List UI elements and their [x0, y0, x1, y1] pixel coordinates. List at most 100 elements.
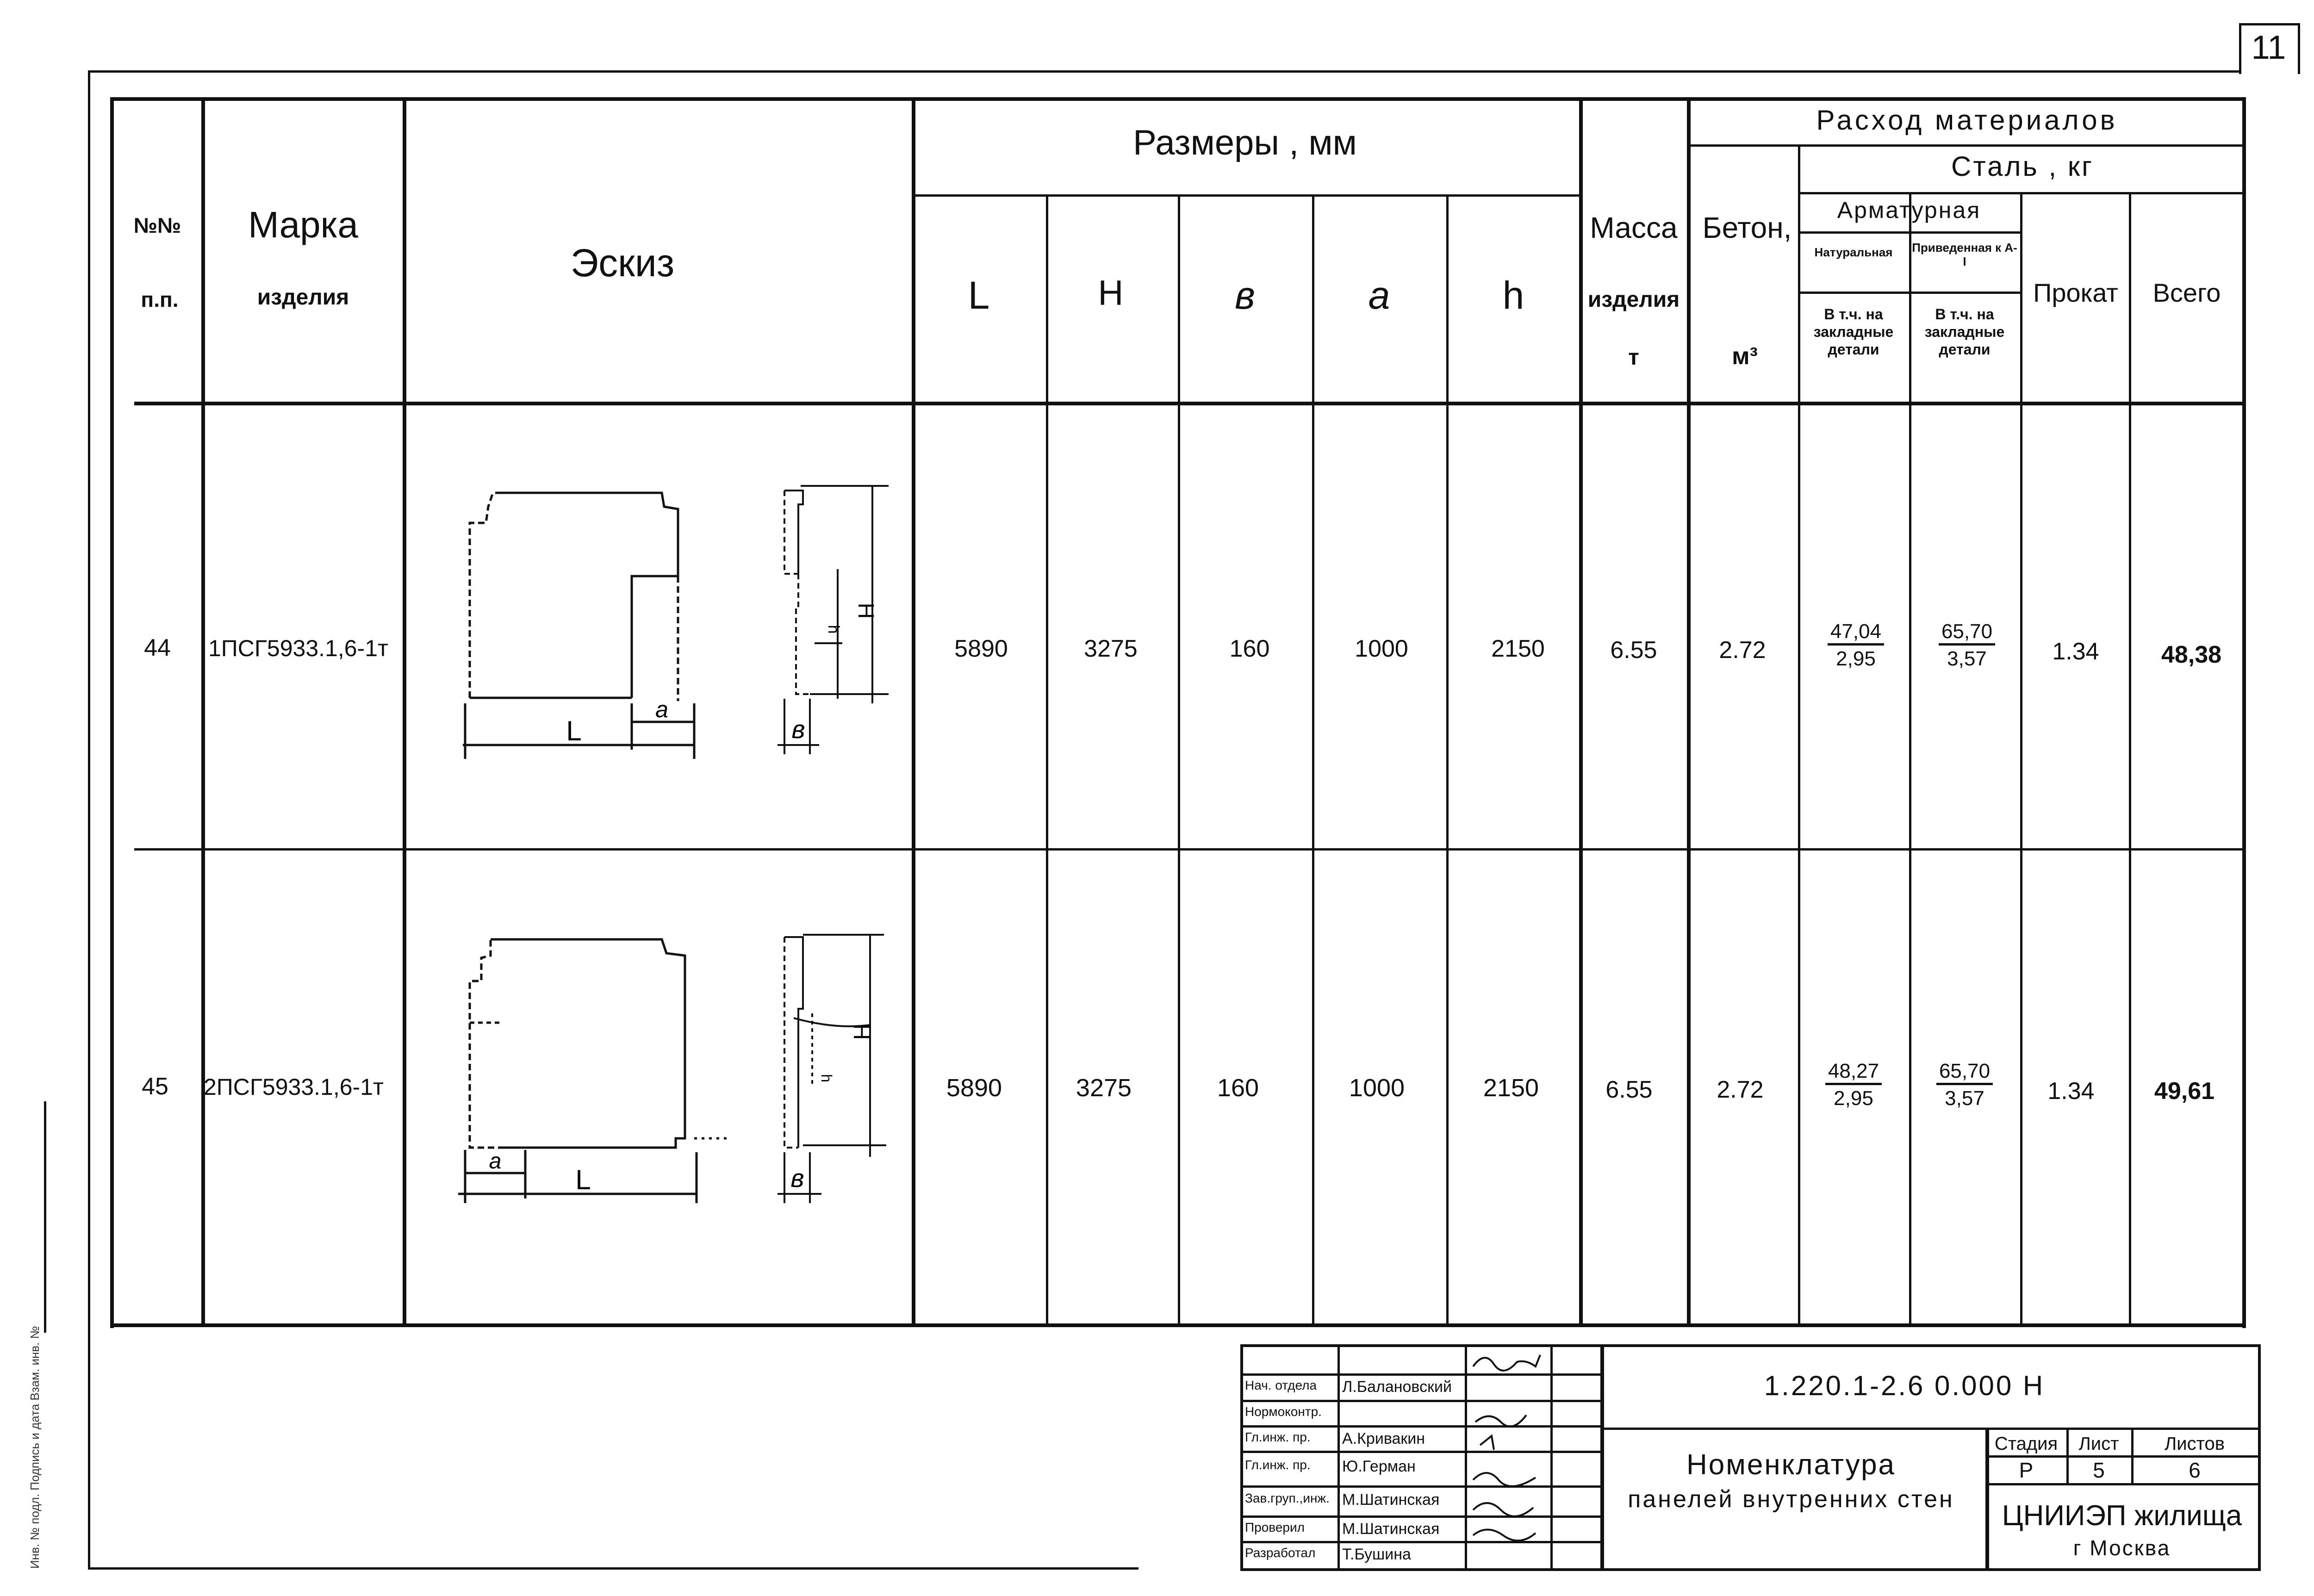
col-line-a: [1446, 194, 1449, 1327]
signature-5: [1472, 1472, 1536, 1487]
row-45-no: 45: [142, 1073, 168, 1100]
row-45-panel-outline-left: [468, 939, 504, 1149]
row-45-total: 49,61: [2154, 1078, 2215, 1105]
row-44-sketch-label-h: h: [825, 625, 842, 634]
corner-box-left: [2239, 23, 2241, 74]
header-natural: Натуральная: [1814, 245, 1893, 259]
tb-row-line-4: [1242, 1451, 1600, 1453]
row-45-sketch-label-H: H: [849, 1024, 873, 1040]
table-top-line: [110, 97, 2244, 101]
header-incl-embedded-natural: В т.ч. на закладные детали: [1813, 306, 1894, 358]
col-line-rolled: [2129, 194, 2131, 1327]
row-44-L: 5890: [954, 635, 1008, 662]
header-dim-L: L: [968, 273, 990, 317]
tb-col-main: [1600, 1346, 1604, 1570]
row-44-mark: 1ПСГ5933.1,6-1т: [208, 635, 388, 661]
tb-org-line1: ЦНИИЭП жилища: [2002, 1500, 2242, 1532]
row-44-section-body: [795, 574, 815, 695]
tb-role-2: Нормоконтр.: [1245, 1404, 1322, 1419]
header-mass-unit: т: [1628, 345, 1639, 370]
tb-sheet-label: Лист: [2078, 1434, 2119, 1454]
header-concrete-unit: м³: [1732, 343, 1758, 370]
tb-title-line2: панелей внутренних стен: [1628, 1486, 1954, 1513]
col-line-h: [1579, 97, 1583, 1327]
row-45-sketch-section: H h в: [778, 934, 886, 1203]
row-44-natural: 47,04 2,95: [1827, 620, 1885, 671]
tb-stage: Р: [2019, 1458, 2034, 1482]
tb-row-line-6: [1242, 1515, 1600, 1518]
row-44-a: 1000: [1355, 635, 1408, 662]
frame-left: [88, 70, 90, 1570]
tb-name-7: Т.Бушина: [1342, 1546, 1411, 1563]
tb-stage-line: [1985, 1455, 2258, 1458]
row-45-H: 3275: [1076, 1074, 1132, 1102]
row-45-section-left: [784, 937, 798, 1149]
signature-7: [1472, 1528, 1536, 1542]
col-line-H: [1178, 194, 1180, 1327]
row-44-panel-outline-left: [468, 492, 494, 698]
tb-col-role: [1337, 1346, 1340, 1570]
tb-title-line1: Номенклатура: [1686, 1449, 1896, 1481]
header-no-sub: п.п.: [141, 287, 179, 311]
tb-name-6: М.Шатинская: [1342, 1520, 1440, 1538]
header-sketch: Эскиз: [570, 241, 675, 285]
corner-box-top: [2239, 23, 2299, 25]
tb-name-3: А.Кривакин: [1342, 1430, 1425, 1447]
col-line-sketch: [912, 97, 915, 1327]
row-45-rolled: 1.34: [2047, 1078, 2095, 1105]
row-45-a: 1000: [1349, 1074, 1405, 1102]
tb-name-1: Л.Балановский: [1342, 1378, 1452, 1396]
signature-4: [1479, 1434, 1495, 1450]
row-45-reduced: 65,70 3,57: [1936, 1060, 1993, 1110]
row-45-h: 2150: [1483, 1074, 1539, 1102]
col-line-reduced: [2020, 194, 2022, 1327]
row-separator: [134, 848, 2246, 851]
frame-top: [88, 70, 2239, 73]
header-mark-sub: изделия: [257, 285, 349, 310]
row-44-b: 160: [1229, 635, 1270, 662]
header-bottom-line: [134, 402, 2246, 405]
row-44-sketch-label-b: в: [791, 714, 805, 744]
col-line-mark: [403, 97, 406, 1327]
row-45-reduced-num: 65,70: [1936, 1060, 1993, 1085]
materials-header-line: [1687, 144, 2245, 147]
header-rebar: Арматурная: [1837, 197, 1981, 223]
frame-bottom: [88, 1567, 1138, 1570]
header-reduced: Приведенная к А-I: [1912, 241, 2017, 268]
header-dim-H: H: [1098, 273, 1124, 313]
row-44-sketch-label-H: H: [853, 603, 878, 619]
row-45-concrete: 2.72: [1717, 1076, 1764, 1103]
header-steel: Сталь , кг: [1951, 151, 2094, 182]
header-dim-b: в: [1235, 273, 1255, 317]
table-left-line: [110, 97, 114, 1328]
row-45-natural-den: 2,95: [1834, 1087, 1873, 1110]
row-44-reduced-den: 3,57: [1947, 647, 1987, 670]
col-line-L: [1046, 194, 1048, 1327]
header-rolled: Прокат: [2033, 278, 2118, 307]
header-dim-a: а: [1368, 273, 1390, 317]
row-44-sketch-section: H h в: [778, 485, 889, 754]
row-44-sketch-label-a: а: [655, 696, 668, 722]
header-total: Всего: [2152, 278, 2221, 307]
tb-role-1: Нач. отдела: [1245, 1378, 1317, 1392]
dims-header-line: [912, 194, 1580, 197]
tb-row-line-5: [1242, 1485, 1600, 1488]
tb-stage-bottom-line: [1985, 1483, 2258, 1485]
row-44-section-top: [784, 490, 804, 574]
col-line-natural: [1909, 194, 1911, 1327]
tb-row-line-1: [1242, 1373, 1600, 1376]
tb-role-4: Гл.инж. пр.: [1245, 1458, 1311, 1472]
row-44-sketch-label-L: L: [566, 715, 581, 746]
sheet-corner-number: 11: [2251, 29, 2286, 66]
row-45-mass: 6.55: [1605, 1076, 1653, 1103]
tb-row-line-3: [1242, 1425, 1600, 1428]
header-mark: Марка: [248, 204, 358, 245]
header-no: №№: [133, 213, 181, 237]
tb-role-6: Проверил: [1245, 1520, 1305, 1534]
row-44-panel-outline-top: [495, 491, 679, 698]
row-44-natural-num: 47,04: [1827, 620, 1885, 646]
tb-sheets-label: Листов: [2165, 1434, 2225, 1454]
tb-name-5: М.Шатинская: [1342, 1491, 1440, 1509]
header-materials: Расход материалов: [1816, 105, 2118, 136]
